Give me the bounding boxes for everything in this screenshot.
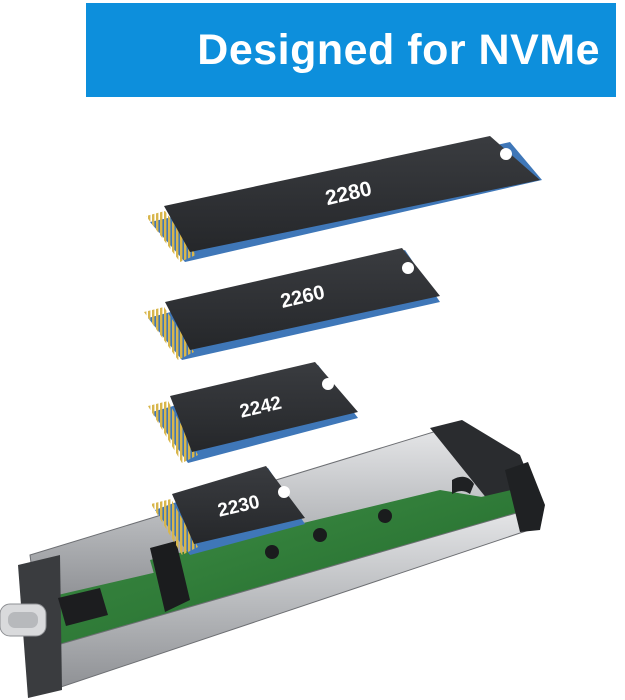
- title-banner: Designed for NVMe: [86, 3, 616, 97]
- m2-slot: [150, 541, 190, 612]
- ssd-2260: 2260: [144, 248, 440, 360]
- usb-c-connector-icon: [0, 603, 47, 637]
- ssd-2230: 2230: [151, 466, 305, 555]
- banner-title: Designed for NVMe: [197, 25, 600, 74]
- chip-icon: [58, 588, 108, 626]
- standoff-hole: [265, 545, 279, 559]
- standoff-hole: [378, 509, 392, 523]
- ssd-2242: 2242: [148, 362, 358, 463]
- enclosure: [0, 420, 545, 698]
- ssd-2280: 2280: [146, 136, 542, 262]
- standoff-hole: [313, 528, 327, 542]
